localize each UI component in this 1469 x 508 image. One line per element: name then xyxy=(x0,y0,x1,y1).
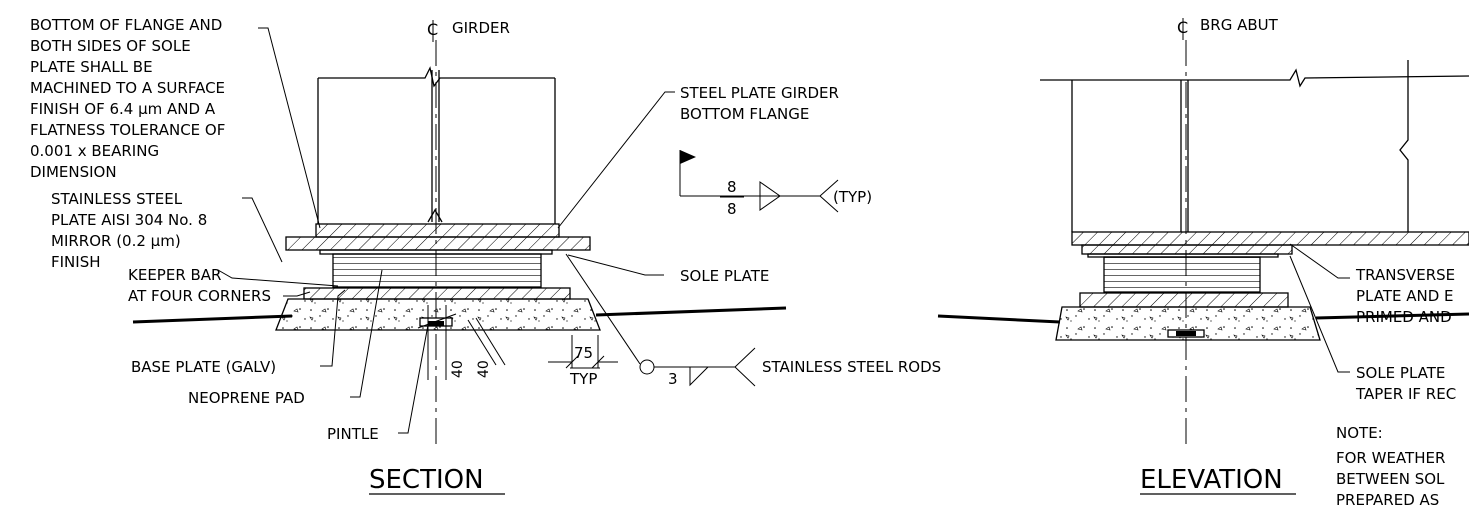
pot-bearing xyxy=(332,253,542,288)
dim-40-a: 40 xyxy=(450,360,466,378)
weld-symbol-rods xyxy=(565,253,756,387)
dim-40-b: 40 xyxy=(476,360,492,378)
weld-size-top: 8 xyxy=(727,178,737,196)
note-machined-8: DIMENSION xyxy=(30,163,117,181)
elevation-note-label: NOTE: xyxy=(1336,424,1383,442)
elevation-bearing xyxy=(1103,256,1261,293)
note-machined-1: BOTTOM OF FLANGE AND xyxy=(30,16,222,34)
note-rods: STAINLESS STEEL RODS xyxy=(762,358,941,376)
concrete-pedestal xyxy=(275,298,601,331)
note-machined-6: FLATNESS TOLERANCE OF xyxy=(30,121,225,139)
note-stainless-3: MIRROR (0.2 µm) xyxy=(51,232,181,250)
note-stainless-1: STAINLESS STEEL xyxy=(51,190,183,208)
note-machined-2: BOTH SIDES OF SOLE xyxy=(30,37,191,55)
elevation-base-plate xyxy=(1079,292,1289,308)
elevation-note-line-2: BETWEEN SOL xyxy=(1336,470,1445,488)
note-keeper-2: AT FOUR CORNERS xyxy=(128,287,271,305)
section-ground-left xyxy=(132,314,293,324)
elevation-centerline-label: BRG ABUT xyxy=(1200,16,1279,34)
note-base-plate: BASE PLATE (GALV) xyxy=(131,358,276,376)
elevation-centerline-symbol: C xyxy=(1177,18,1188,40)
note-neoprene: NEOPRENE PAD xyxy=(188,389,305,407)
note-sole-plate: SOLE PLATE xyxy=(680,267,769,285)
section-centerline-symbol: C xyxy=(427,20,438,42)
weld-rod-size: 3 xyxy=(668,370,678,388)
note-girder-flange-2: BOTTOM FLANGE xyxy=(680,105,809,123)
elevation-note-sole-1: SOLE PLATE xyxy=(1356,364,1445,382)
note-keeper-1: KEEPER BAR xyxy=(128,266,221,284)
elevation-title: ELEVATION xyxy=(1140,465,1283,495)
elevation-ground-right xyxy=(1315,312,1469,320)
weld-typ: (TYP) xyxy=(833,188,872,206)
elevation-note-line-3: PREPARED AS xyxy=(1336,491,1439,508)
note-machined-5: FINISH OF 6.4 µm AND A xyxy=(30,100,216,118)
note-girder-flange-1: STEEL PLATE GIRDER xyxy=(680,84,839,102)
elevation-sole-plate xyxy=(1081,244,1293,255)
section-title: SECTION xyxy=(369,465,484,495)
note-machined-7: 0.001 x BEARING xyxy=(30,142,159,160)
note-pintle: PINTLE xyxy=(327,425,379,443)
girder-bottom-flange xyxy=(315,223,560,238)
dimension-75 xyxy=(548,335,618,369)
weld-symbol-top xyxy=(679,150,839,213)
pintle xyxy=(428,321,444,326)
elevation-note-transverse-3: PRIMED AND xyxy=(1356,308,1452,326)
elevation-bottom-flange xyxy=(1071,231,1469,246)
dim-typ: TYP xyxy=(569,370,597,388)
elevation-note-sole-2: TAPER IF REC xyxy=(1355,385,1456,403)
note-machined-3: PLATE SHALL BE xyxy=(30,58,153,76)
girder-web xyxy=(317,66,556,224)
elevation-view: C BRG ABUT TRANSVERSE PLATE AND E PRIMED… xyxy=(937,16,1469,508)
elevation-pintle xyxy=(1176,331,1196,336)
note-machined-4: MACHINED TO A SURFACE xyxy=(30,79,225,97)
dim-75: 75 xyxy=(574,344,593,362)
note-stainless-4: FINISH xyxy=(51,253,101,271)
section-view: C GIRDER xyxy=(30,16,941,495)
elevation-note-line-1: FOR WEATHER xyxy=(1336,449,1445,467)
section-centerline-label: GIRDER xyxy=(452,19,510,37)
elevation-note-transverse-2: PLATE AND E xyxy=(1356,287,1454,305)
elevation-ground-left xyxy=(937,314,1061,324)
section-ground-right xyxy=(595,306,787,317)
dimension-40 xyxy=(417,305,506,380)
base-plate xyxy=(303,287,571,300)
elevation-pedestal xyxy=(1055,306,1321,341)
elevation-girder xyxy=(1040,60,1469,232)
sole-plate xyxy=(285,236,591,251)
weld-size-bottom: 8 xyxy=(727,200,737,218)
elevation-note-transverse-1: TRANSVERSE xyxy=(1355,266,1455,284)
note-stainless-2: PLATE AISI 304 No. 8 xyxy=(51,211,207,229)
